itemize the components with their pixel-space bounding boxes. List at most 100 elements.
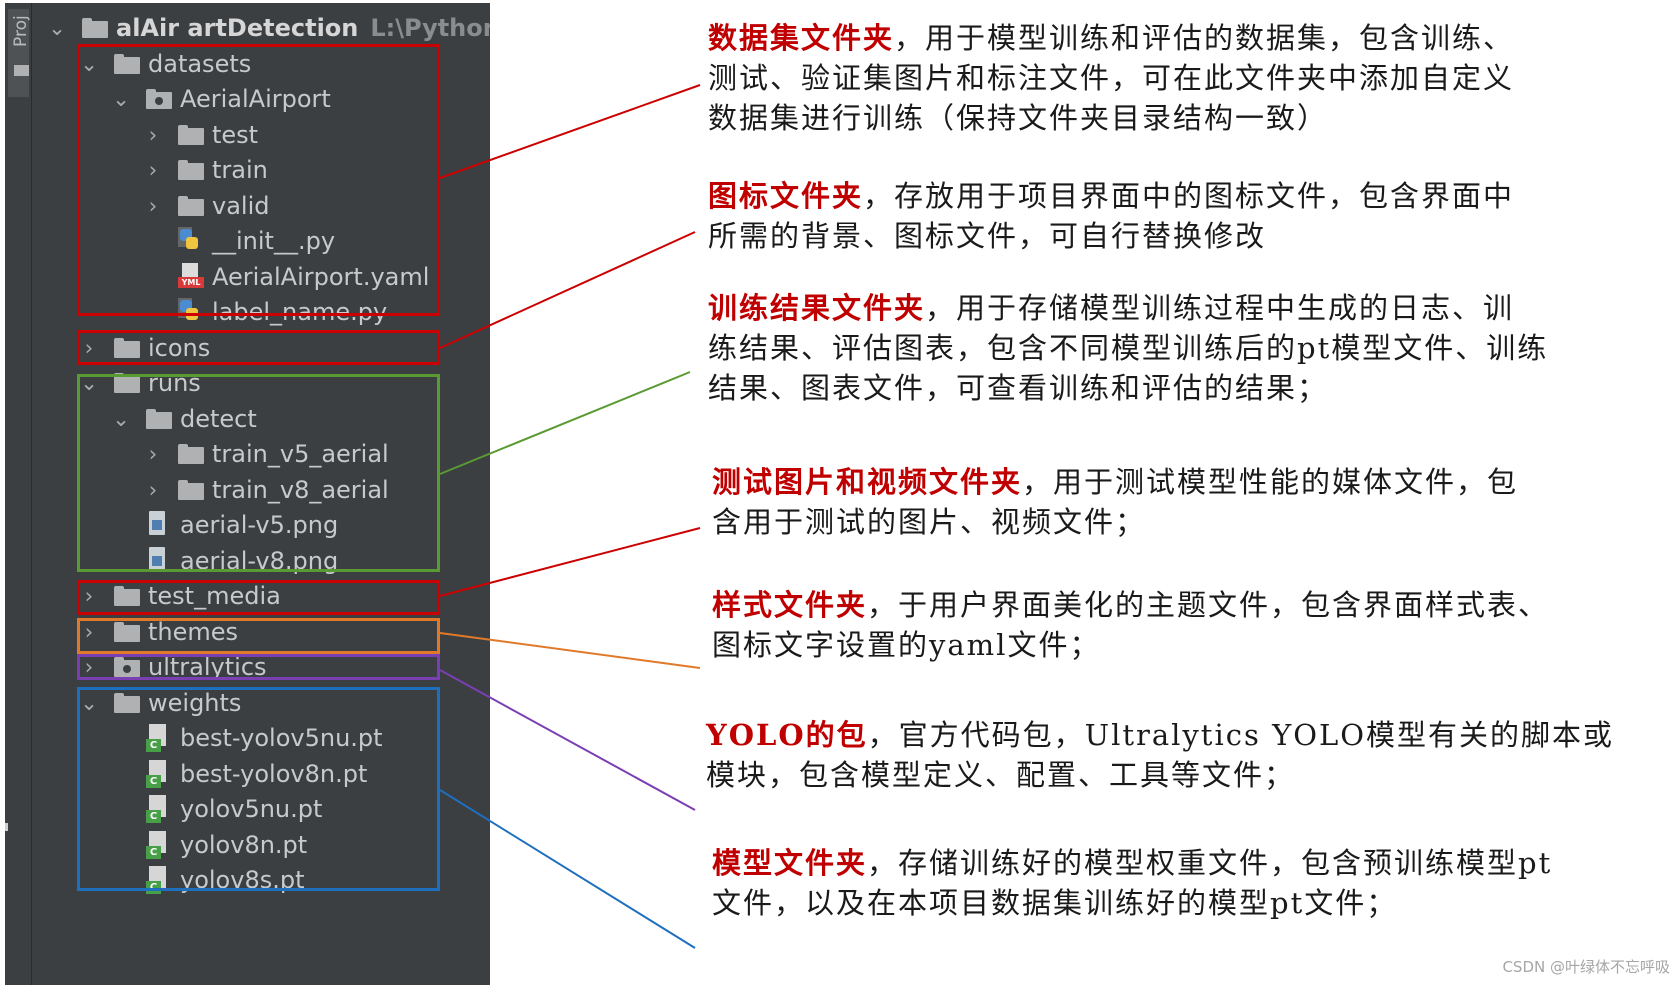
- package-folder-icon: [146, 89, 172, 109]
- tool-window-strip: Proj: [5, 3, 32, 985]
- tree-item-train-v5-aerial[interactable]: ›train_v5_aerial: [32, 435, 490, 473]
- tree-item-label: valid: [212, 192, 270, 220]
- annotation-line: 数据集进行训练（保持文件夹目录结构一致）: [708, 98, 1514, 138]
- project-tool-tab[interactable]: Proj: [8, 9, 31, 97]
- tree-item-test-media[interactable]: ›test_media: [32, 577, 490, 615]
- project-name-text: alAir artDetection: [116, 14, 359, 42]
- tree-item--init-py[interactable]: __init__.py: [32, 222, 490, 260]
- annotation-line: 结果、图表文件，可查看训练和评估的结果；: [708, 368, 1548, 408]
- chevron-right-icon[interactable]: ›: [148, 478, 158, 502]
- chevron-right-icon[interactable]: ›: [148, 194, 158, 218]
- project-name: alAir artDetection L:\Python: [116, 14, 490, 42]
- folder-icon: [114, 586, 140, 606]
- tree-item-datasets[interactable]: ⌄ datasets: [32, 45, 490, 83]
- tree-item-aerialairport[interactable]: ⌄AerialAirport: [32, 80, 490, 118]
- annotation-line: YOLO的包，官方代码包，Ultralytics YOLO模型有关的脚本或: [706, 715, 1614, 755]
- tree-item-label: icons: [148, 334, 211, 362]
- watermark: CSDN @叶绿体不忘呼吸: [1502, 958, 1670, 976]
- yaml-file-icon: YML: [178, 263, 204, 291]
- chevron-right-icon[interactable]: ›: [84, 655, 94, 679]
- chevron-down-icon[interactable]: ⌄: [80, 371, 98, 395]
- annotation-text: 所需的背景、图标文件，可自行替换修改: [708, 219, 1267, 253]
- folder-icon: [178, 196, 204, 216]
- chevron-down-icon[interactable]: ⌄: [112, 87, 130, 111]
- annotation-line: 所需的背景、图标文件，可自行替换修改: [708, 216, 1514, 256]
- chevron-right-icon[interactable]: ›: [148, 442, 158, 466]
- tree-item-label: aerial-v5.png: [180, 511, 339, 539]
- tree-item-label: train_v8_aerial: [212, 476, 389, 504]
- tree-item-label: themes: [148, 618, 239, 646]
- project-path: L:\Python: [370, 14, 490, 42]
- tree-item-label: ultralytics: [148, 653, 267, 681]
- tree-item-aerial-v5-png[interactable]: aerial-v5.png: [32, 506, 490, 544]
- annotation-paragraph: 样式文件夹，于用户界面美化的主题文件，包含界面样式表、图标文字设置的yaml文件…: [712, 585, 1549, 665]
- folder-icon: [14, 65, 29, 76]
- annotation-paragraph: 训练结果文件夹，用于存储模型训练过程中生成的日志、训练结果、评估图表，包含不同模…: [708, 288, 1548, 408]
- tree-item-label: yolov5nu.pt: [180, 795, 323, 823]
- annotation-text: ，存储训练好的模型权重文件，包含预训练模型pt: [867, 846, 1553, 880]
- annotation-text: 文件，以及在本项目数据集训练好的模型pt文件；: [712, 886, 1398, 920]
- chevron-right-icon[interactable]: ›: [148, 123, 158, 147]
- chevron-right-icon[interactable]: ›: [148, 158, 158, 182]
- annotation-title: YOLO的包: [706, 718, 868, 752]
- tree-item-valid[interactable]: › valid: [32, 187, 490, 225]
- annotation-paragraph: 数据集文件夹，用于模型训练和评估的数据集，包含训练、测试、验证集图片和标注文件，…: [708, 18, 1514, 138]
- annotation-line: 训练结果文件夹，用于存储模型训练过程中生成的日志、训: [708, 288, 1548, 328]
- chevron-down-icon[interactable]: ⌄: [112, 407, 130, 431]
- annotation-text: 数据集进行训练（保持文件夹目录结构一致）: [708, 101, 1329, 135]
- tree-item-icons[interactable]: › icons: [32, 329, 490, 367]
- folder-icon: [114, 622, 140, 642]
- annotation-line: 文件，以及在本项目数据集训练好的模型pt文件；: [712, 883, 1552, 923]
- folder-icon: [82, 18, 108, 38]
- annotation-text: ，于用户界面美化的主题文件，包含界面样式表、: [867, 588, 1550, 622]
- tree-item-label: detect: [180, 405, 257, 433]
- annotation-title: 数据集文件夹: [708, 21, 895, 55]
- folder-icon: [146, 409, 172, 429]
- chevron-down-icon[interactable]: ⌄: [80, 691, 98, 715]
- folder-icon: [178, 480, 204, 500]
- tree-item-train-v8-aerial[interactable]: › train_v8_aerial: [32, 471, 490, 509]
- annotation-paragraph: YOLO的包，官方代码包，Ultralytics YOLO模型有关的脚本或模块，…: [706, 715, 1614, 795]
- strip-marker: [5, 823, 8, 831]
- folder-icon: [178, 125, 204, 145]
- tree-item-label: AerialAirport.yaml: [212, 263, 430, 291]
- tree-item-aerialairport-yaml[interactable]: YML AerialAirport.yaml: [32, 258, 490, 296]
- annotation-line: 数据集文件夹，用于模型训练和评估的数据集，包含训练、: [708, 18, 1514, 58]
- chevron-right-icon[interactable]: ›: [84, 336, 94, 360]
- tree-item-detect[interactable]: ⌄ detect: [32, 400, 490, 438]
- annotation-line: 样式文件夹，于用户界面美化的主题文件，包含界面样式表、: [712, 585, 1549, 625]
- annotation-text: ，官方代码包，Ultralytics YOLO模型有关的脚本或: [867, 718, 1615, 752]
- chevron-right-icon[interactable]: ›: [84, 620, 94, 644]
- annotation-line: 图标文字设置的yaml文件；: [712, 625, 1549, 665]
- folder-icon: [178, 160, 204, 180]
- datasets-connector: [439, 84, 701, 179]
- folder-icon: [114, 693, 140, 713]
- chevron-down-icon[interactable]: ⌄: [48, 16, 66, 40]
- annotation-line: 模型文件夹，存储训练好的模型权重文件，包含预训练模型pt: [712, 843, 1552, 883]
- tree-item-test[interactable]: ›test: [32, 116, 490, 154]
- test-media-connector: [439, 527, 701, 597]
- tree-item-themes[interactable]: › themes: [32, 613, 490, 651]
- folder-icon: [114, 54, 140, 74]
- tree-item-label: datasets: [148, 50, 252, 78]
- chevron-down-icon[interactable]: ⌄: [80, 52, 98, 76]
- tree-item-train[interactable]: › train: [32, 151, 490, 189]
- annotation-title: 样式文件夹: [712, 588, 868, 622]
- annotation-title: 训练结果文件夹: [708, 291, 926, 325]
- project-root-row[interactable]: ⌄ alAir artDetection L:\Python: [32, 9, 490, 47]
- tree-item-label-name-py[interactable]: label_name.py: [32, 293, 490, 331]
- tree-item-label: train: [212, 156, 268, 184]
- tree-item-ultralytics[interactable]: › ultralytics: [32, 648, 490, 686]
- tree-item-label: label_name.py: [212, 298, 388, 326]
- tree-item-runs[interactable]: ⌄runs: [32, 364, 490, 402]
- chevron-right-icon[interactable]: ›: [84, 584, 94, 608]
- tree-item-label: yolov8n.pt: [180, 831, 308, 859]
- tree-item-weights[interactable]: ⌄weights: [32, 684, 490, 722]
- annotation-text: 测试、验证集图片和标注文件，可在此文件夹中添加自定义: [708, 61, 1515, 95]
